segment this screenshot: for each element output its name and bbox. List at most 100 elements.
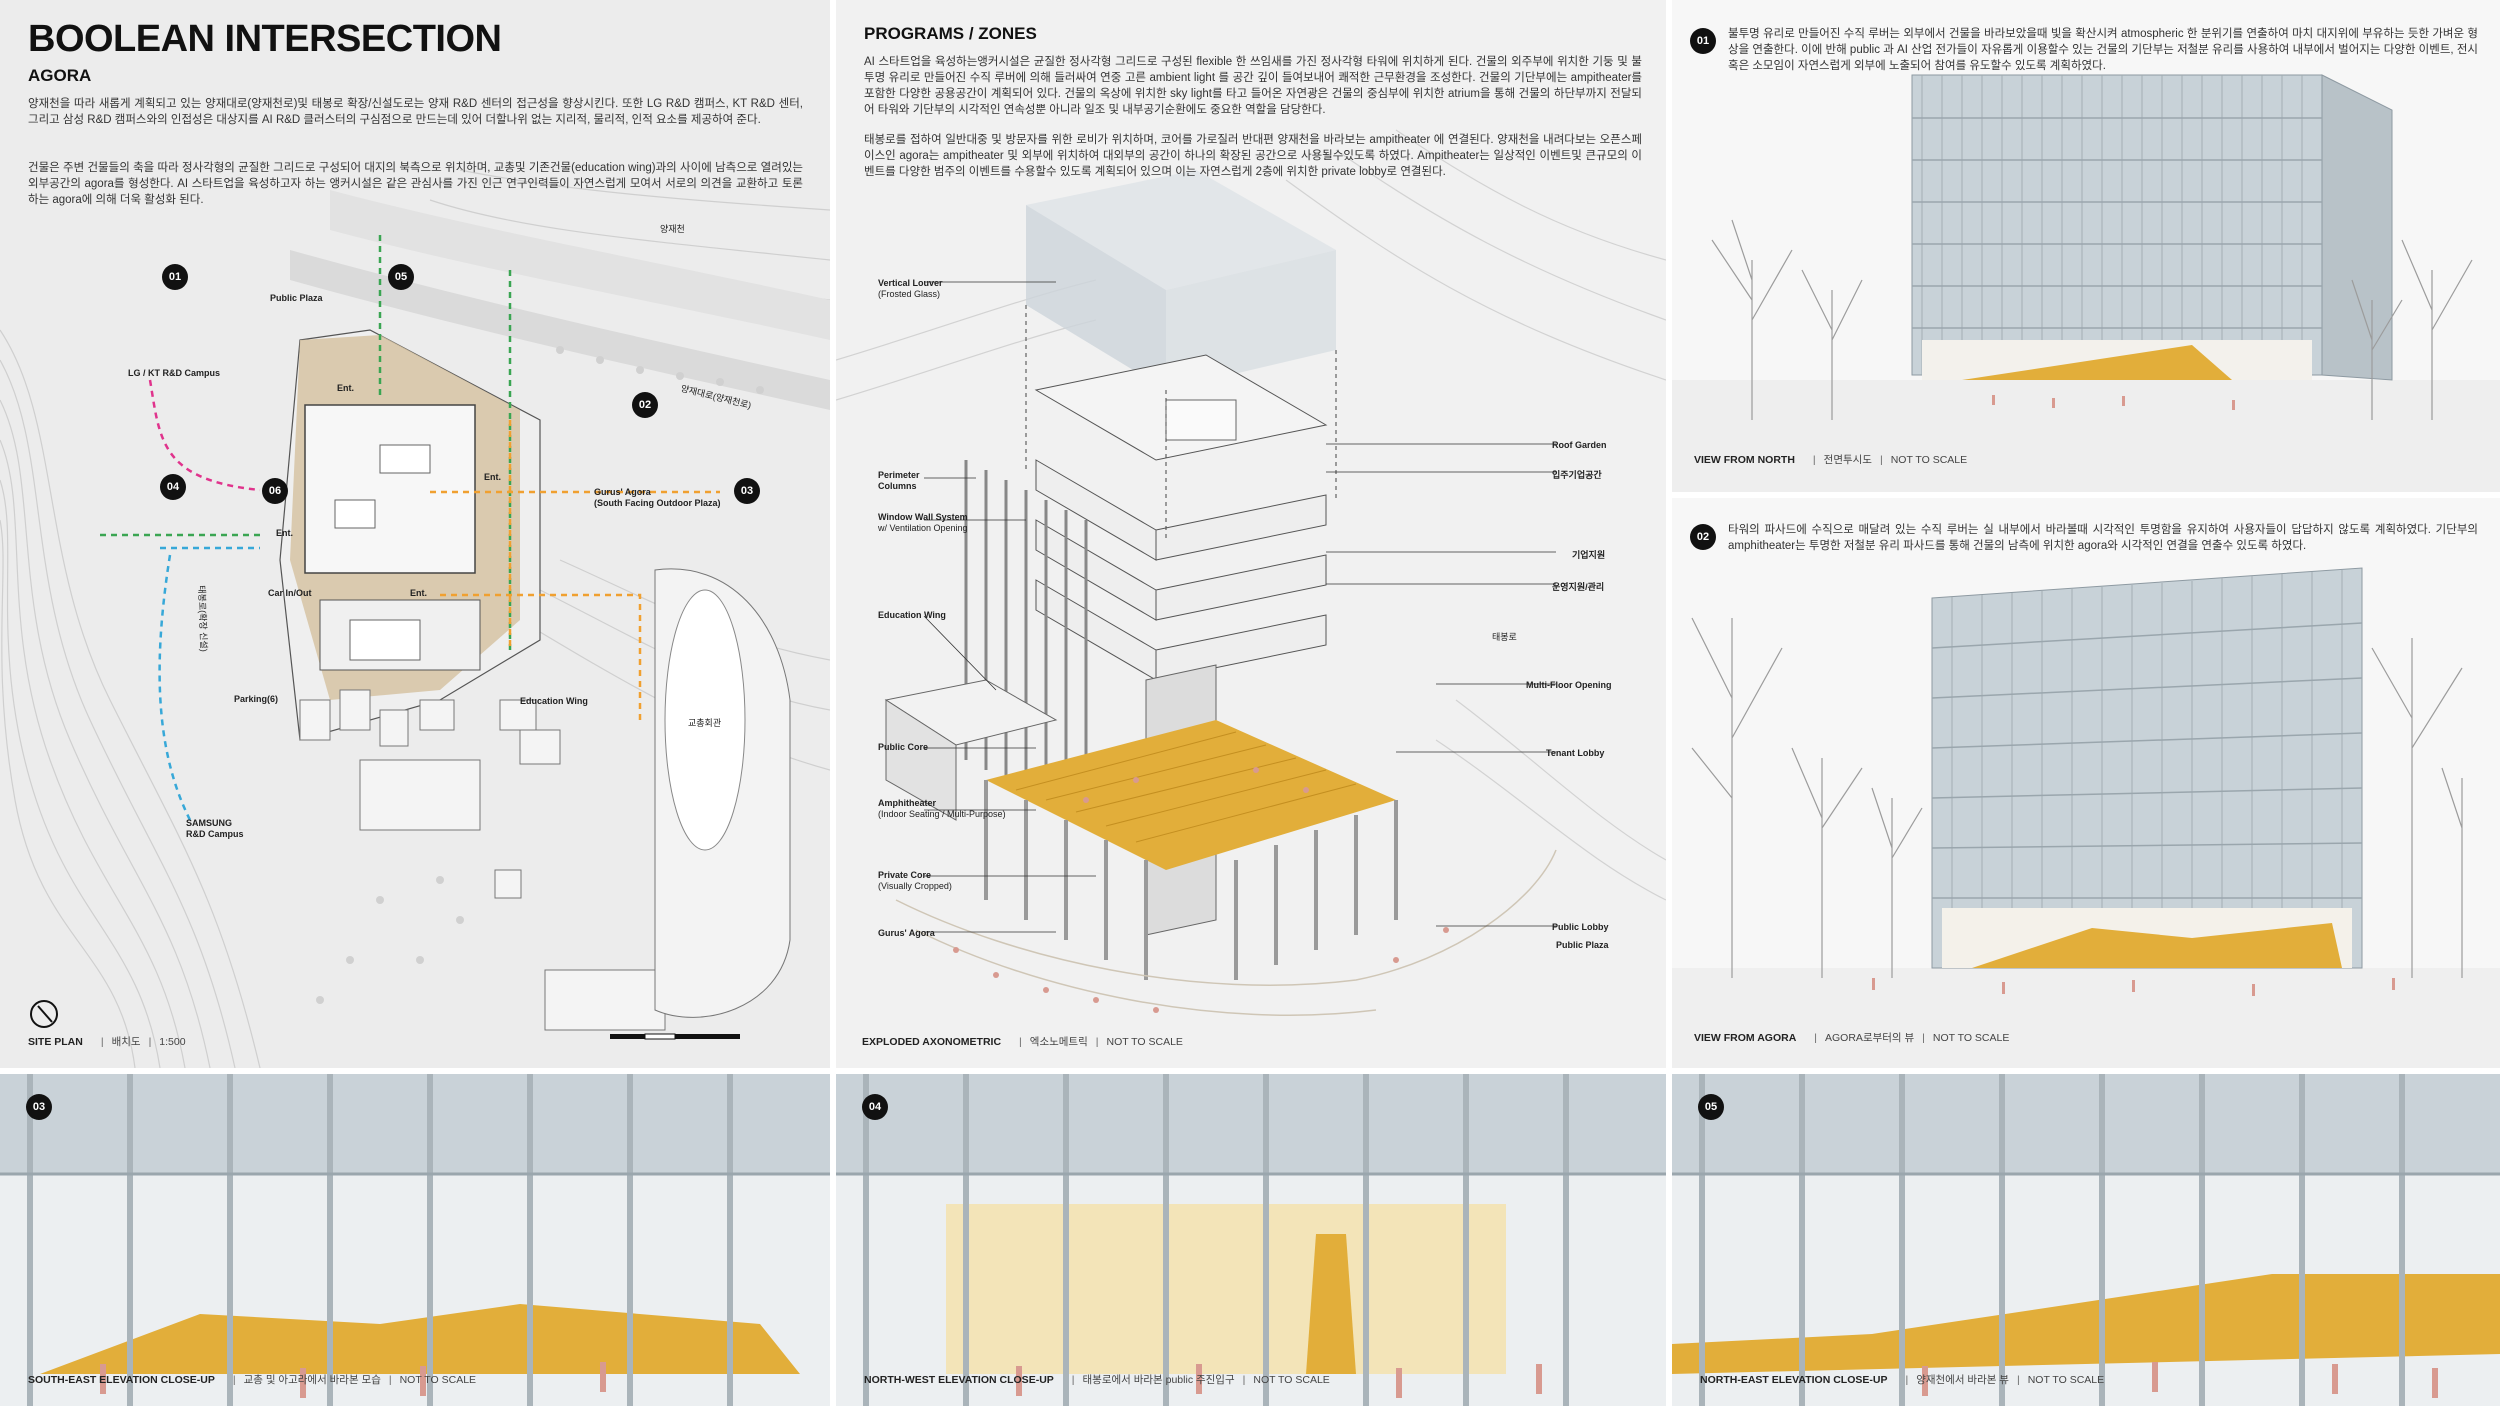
- bare-trees: [1711, 219, 2473, 420]
- label-samsung: SAMSUNG: [186, 818, 233, 828]
- frosted-louver-top: [1026, 170, 1336, 290]
- label-entrance-north: Ent.: [337, 383, 354, 393]
- caption-name: SOUTH-EAST ELEVATION CLOSE-UP: [28, 1374, 215, 1386]
- people-figures: [1992, 395, 2235, 410]
- base-columns: [984, 780, 1398, 980]
- view-02-caption: VIEW FROM AGORA|AGORA로부터의 뷰|NOT TO SCALE: [1694, 1032, 2010, 1044]
- amphitheater-steps: [1015, 731, 1357, 843]
- axo-paragraph-2: 태봉로를 접하여 일반대중 및 방문자를 위한 로비가 위치하며, 코어를 가로…: [864, 134, 1642, 178]
- programs-title: PROGRAMS / ZONES: [864, 24, 1037, 43]
- label-roof-garden: Roof Garden: [1552, 440, 1607, 450]
- label-amphitheater-sub: (Indoor Seating / Multi-Purpose): [878, 809, 1006, 819]
- north-arrow-icon: [30, 1000, 58, 1028]
- south-east-elevation-panel: 03 SOUTH-EAST ELEVATION CLOSE-UP|교총 및 아고…: [0, 1074, 830, 1406]
- elevation-05-caption: NORTH-EAST ELEVATION CLOSE-UP|양재천에서 바라본 …: [1700, 1374, 2105, 1386]
- caption-name: VIEW FROM AGORA: [1694, 1032, 1797, 1044]
- label-perimeter: Perimeter: [878, 470, 920, 480]
- view-01-caption: VIEW FROM NORTH|전면투시도|NOT TO SCALE: [1694, 454, 1968, 466]
- scale-bar: [610, 1033, 740, 1040]
- frosted-louver-side: [1166, 250, 1336, 390]
- amphitheater-seating: [986, 720, 1396, 870]
- view-marker-05: 05: [1698, 1094, 1724, 1120]
- label-car-in-out: Car In/Out: [268, 588, 312, 598]
- label-gurus-agora-sub: (South Facing Outdoor Plaza): [594, 498, 721, 508]
- caption-ko: 교총 및 아고라에서 바라본 모습: [243, 1374, 381, 1386]
- label-private-core-sub: (Visually Cropped): [878, 881, 952, 891]
- label-tenant-office: 입주기업공간: [1552, 470, 1602, 480]
- road-band: [290, 250, 830, 410]
- people-figures: [100, 1362, 606, 1398]
- north-east-elevation-panel: 05 NORTH-EAST ELEVATION CLOSE-UP|양재천에서 바…: [1672, 1074, 2500, 1406]
- south-east-render: [0, 1074, 830, 1406]
- axonometric-panel: PROGRAMS / ZONES AI 스타트업을 육성하는앵커시설은 균질한 …: [836, 0, 1666, 1068]
- label-gurus-agora: Gurus' Agora: [594, 487, 651, 497]
- label-public-plaza-axo: Public Plaza: [1556, 940, 1609, 950]
- facade-louvers: [1921, 75, 2303, 375]
- label-vertical-louver: Vertical Louver: [878, 278, 943, 288]
- view-marker-04[interactable]: 04: [160, 474, 186, 500]
- view-marker-01[interactable]: 01: [162, 264, 188, 290]
- label-private-core: Private Core: [878, 870, 932, 880]
- roof-unit: [1165, 399, 1237, 441]
- label-parking: Parking(6): [234, 694, 279, 704]
- view-from-agora-panel: 02 타워의 파사드에 수직으로 매달려 있는 수직 루버는 실 내부에서 바라…: [1672, 498, 2500, 1068]
- caption-name: VIEW FROM NORTH: [1694, 454, 1795, 466]
- label-columns: Columns: [878, 481, 917, 491]
- site-paragraph-1: 양재천을 따라 새롭게 계획되고 있는 양재대로(양재천로)및 태봉로 확장/신…: [28, 98, 803, 126]
- view-marker-06[interactable]: 06: [262, 478, 288, 504]
- label-ventilation: w/ Ventilation Opening: [878, 523, 968, 533]
- facade-columns: [863, 1074, 1569, 1406]
- agora-view-render: [1672, 567, 2500, 1068]
- caption-scale: NOT TO SCALE: [2027, 1374, 2105, 1386]
- site-trees: [316, 346, 764, 1004]
- people-figures: [1922, 1362, 2438, 1398]
- view-marker-02[interactable]: 02: [632, 392, 658, 418]
- north-east-render: [1672, 1074, 2500, 1406]
- river-band: [330, 190, 830, 340]
- label-taebong-road: 태봉로: [1492, 632, 1517, 642]
- caption-name: EXPLODED AXONOMETRIC: [862, 1036, 1002, 1048]
- view-marker-01: 01: [1690, 28, 1716, 54]
- page-title: BOOLEAN INTERSECTION: [28, 18, 502, 60]
- caption-ko: 배치도: [111, 1036, 141, 1048]
- explode-guides: [1025, 305, 1337, 540]
- tower-facade: [1931, 567, 2363, 969]
- caption-name: NORTH-EAST ELEVATION CLOSE-UP: [1700, 1374, 1888, 1386]
- tower-footprint: [304, 404, 476, 574]
- access-paths: [100, 235, 720, 821]
- people-figures: [1016, 1364, 1542, 1398]
- view-marker-03[interactable]: 03: [734, 478, 760, 504]
- leader-lines: [923, 281, 1556, 933]
- view-marker-02: 02: [1690, 524, 1716, 550]
- caption-ko: 엑소노메트릭: [1029, 1036, 1088, 1048]
- label-multi-floor-opening: Multi-Floor Opening: [1526, 680, 1612, 690]
- view-marker-04: 04: [862, 1094, 888, 1120]
- label-entrance-west: Ent.: [276, 528, 293, 538]
- roof-unit: [349, 619, 421, 661]
- north-view-render: [1672, 74, 2500, 492]
- frosted-louver-front: [1026, 205, 1166, 390]
- roof-unit: [334, 499, 376, 529]
- caption-scale: NOT TO SCALE: [1890, 454, 1968, 466]
- caption-scale: NOT TO SCALE: [399, 1374, 477, 1386]
- roof-unit: [379, 444, 431, 474]
- tower-facade: [1911, 74, 2323, 376]
- label-business-support: 기업지원: [1572, 550, 1606, 560]
- label-entrance-south: Ent.: [410, 588, 427, 598]
- axonometric-drawing: [836, 129, 1666, 1016]
- north-west-render: [836, 1074, 1666, 1406]
- label-public-plaza: Public Plaza: [270, 293, 323, 303]
- caption-ko: 전면투시도: [1823, 454, 1872, 466]
- visible-amphitheater: [1962, 345, 2232, 380]
- caption-scale: NOT TO SCALE: [1106, 1036, 1183, 1048]
- people-figures: [1872, 978, 2395, 996]
- caption-name: SITE PLAN: [28, 1036, 83, 1048]
- label-public-lobby: Public Lobby: [1552, 922, 1609, 932]
- facade-columns: [1699, 1074, 2405, 1406]
- view-marker-05[interactable]: 05: [388, 264, 414, 290]
- caption-scale: NOT TO SCALE: [1932, 1032, 2010, 1044]
- axo-paragraph-1: AI 스타트업을 육성하는앵커시설은 균질한 정사각형 그리드로 구성된 fle…: [864, 56, 1642, 116]
- view-from-north-panel: 01 불투명 유리로 만들어진 수직 루버는 외부에서 건물을 바라보았을때 빛…: [1672, 0, 2500, 492]
- caption-ko: AGORA로부터의 뷰: [1825, 1032, 1915, 1044]
- label-operations: 운영지원/관리: [1552, 582, 1605, 592]
